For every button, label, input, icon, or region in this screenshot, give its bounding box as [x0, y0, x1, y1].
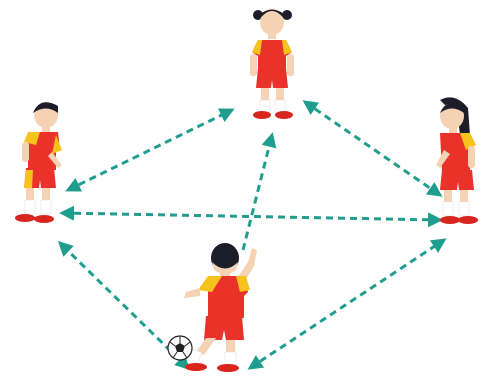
soccer-ball-icon: [168, 336, 192, 360]
arrow-left-top: [68, 110, 232, 190]
player-right: [436, 97, 478, 224]
arrow-bottom-right: [250, 240, 444, 368]
player-top: [250, 9, 294, 119]
player-left: [15, 102, 62, 223]
player-bottom: [184, 243, 257, 372]
arrow-bottom-top: [243, 135, 272, 250]
arrow-top-right: [305, 102, 440, 195]
pass-arrows: [60, 102, 444, 368]
